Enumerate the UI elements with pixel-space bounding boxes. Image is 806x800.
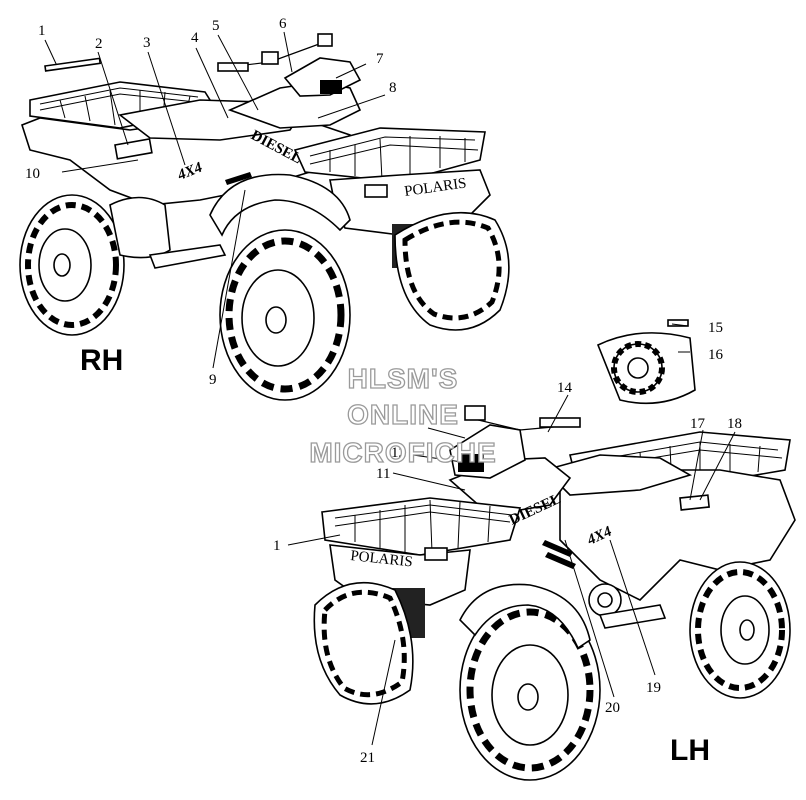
- rh-callout-2: 2: [95, 36, 103, 52]
- detail-wheel-cover: [596, 319, 696, 405]
- lh-callout-1: 1: [273, 538, 281, 554]
- lh-callout-17: 17: [690, 416, 706, 432]
- lh-callout-numbers: 1 11 12 14 15 16 17 18 19 20 21: [273, 320, 742, 766]
- lh-footrest: [598, 604, 667, 629]
- lh-front-rack: [321, 497, 522, 556]
- rh-callout-9: 9: [209, 372, 217, 388]
- lh-callout-14: 14: [557, 380, 573, 396]
- rh-front-rack: [293, 127, 486, 183]
- lh-callout-18: 18: [727, 416, 742, 432]
- rh-callout-numbers: 1 2 3 4 5 6 7 8 9 10: [25, 16, 397, 388]
- lh-pod-decal: [458, 454, 484, 472]
- rh-callout-7: 7: [376, 51, 384, 67]
- rh-callout-3: 3: [143, 35, 151, 51]
- rh-far-rear-wheel: [109, 196, 171, 259]
- rh-callout-5: 5: [212, 18, 220, 34]
- lh-front-decal: [424, 547, 448, 561]
- rh-handlebar: [217, 33, 333, 72]
- rh-callout-6: 6: [279, 16, 287, 32]
- rh-callout-1: 1: [38, 23, 46, 39]
- lh-callout-16: 16: [708, 347, 724, 363]
- lh-front-far-wheel: [313, 582, 414, 705]
- lh-callout-21: 21: [360, 750, 375, 766]
- watermark: HLSM'S ONLINE MICROFICHE: [309, 362, 497, 468]
- rh-view-label: RH: [80, 344, 123, 377]
- lh-callout-15: 15: [708, 320, 723, 336]
- lh-handlebar: [464, 405, 581, 431]
- watermark-line-1: HLSM'S: [348, 363, 459, 394]
- rh-front-fender: [209, 173, 351, 237]
- lh-front-fender: [459, 583, 591, 650]
- rh-atv-illustration: DIESEL 4X4 POLARIS: [19, 33, 510, 401]
- rh-callout-4: 4: [191, 30, 199, 46]
- lh-rear-wheel: [689, 561, 791, 699]
- lh-atv-illustration: DIESEL 4X4 POLARIS: [313, 405, 796, 781]
- detail-small-decal: [667, 319, 689, 327]
- lh-callout-12: 12: [391, 445, 406, 461]
- lh-rear-decal: [679, 494, 710, 511]
- rh-front-wheel: [219, 229, 351, 401]
- rh-front-decal: [364, 184, 388, 198]
- watermark-line-3: MICROFICHE: [309, 437, 496, 468]
- rh-rear-decal: [114, 137, 153, 160]
- lh-engine-case: [588, 583, 622, 617]
- lh-callout-11: 11: [376, 466, 390, 482]
- watermark-line-2: ONLINE: [347, 399, 459, 430]
- rh-far-front-wheel: [394, 211, 510, 331]
- rh-callout-8: 8: [389, 80, 397, 96]
- rh-callout-leaders: [44, 31, 386, 369]
- rh-footrest: [148, 244, 227, 269]
- lh-callout-leaders: [287, 323, 736, 746]
- rh-callout-10: 10: [25, 166, 40, 182]
- lh-callout-20: 20: [605, 700, 620, 716]
- lh-seat: [543, 454, 693, 496]
- rh-pod-decal: [320, 80, 342, 94]
- lh-callout-19: 19: [646, 680, 661, 696]
- lh-rack-brand: POLARIS: [350, 548, 414, 570]
- rh-rear-wheel: [19, 194, 125, 336]
- lh-view-label: LH: [670, 734, 710, 767]
- lh-stripe-decal: [542, 540, 576, 569]
